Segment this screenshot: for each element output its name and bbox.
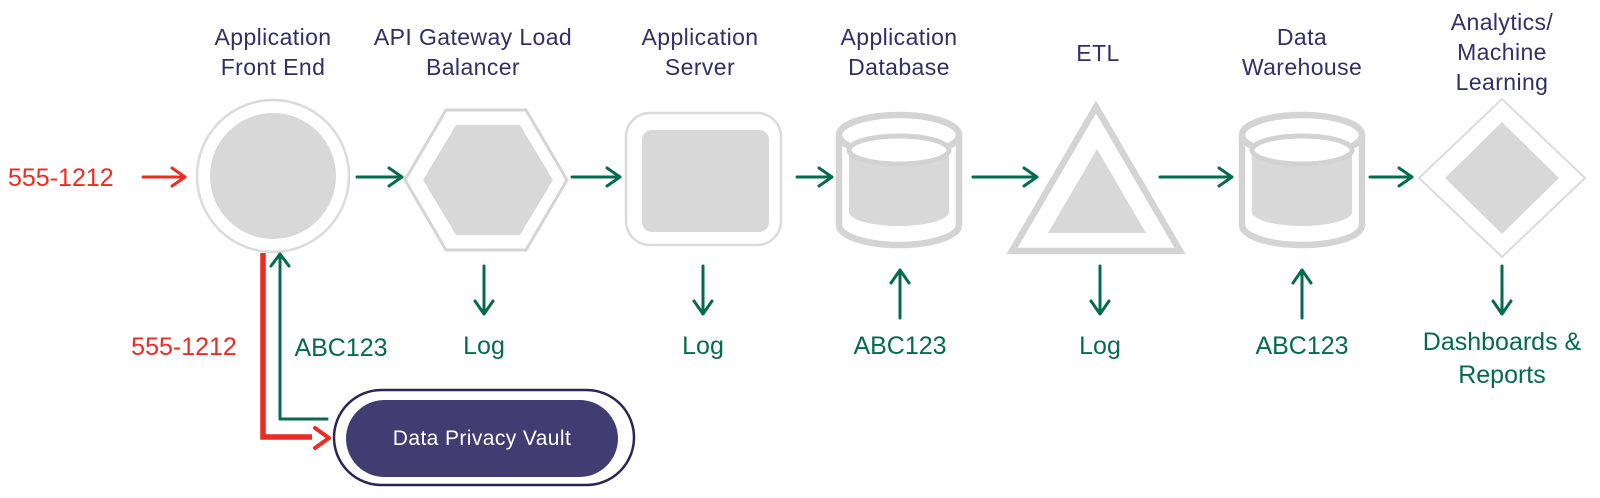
title-line: Database — [848, 54, 950, 80]
warehouse-token-arrow — [1291, 268, 1313, 320]
title-line: Analytics/ — [1450, 9, 1554, 35]
token-return-label: ABC123 — [294, 334, 388, 362]
application-database-shape-fill-top — [846, 133, 952, 167]
arrow-database-to-etl — [971, 166, 1039, 188]
gateway-log-label: Log — [463, 332, 505, 360]
title-line: Application — [641, 24, 759, 50]
data-warehouse-shape-fill-top — [1249, 133, 1355, 167]
etl-log-label: Log — [1079, 332, 1121, 360]
application-database-shape-fill — [849, 150, 949, 226]
raw-value-bottom-label: 555-1212 — [131, 333, 237, 361]
data-warehouse-shape-fill — [1252, 150, 1352, 226]
arrow-gateway-to-server — [570, 166, 622, 188]
application-front-end-shape-fill — [210, 113, 336, 239]
application-server-shape-fill — [642, 130, 769, 232]
database-token-label: ABC123 — [853, 332, 947, 360]
analytics-shape-fill — [1445, 122, 1559, 234]
database-token-arrow — [889, 268, 911, 320]
red-input-arrow — [141, 166, 187, 188]
title-line: Warehouse — [1241, 54, 1363, 80]
analytics-output-arrow — [1491, 264, 1513, 316]
title-line: Machine — [1457, 39, 1547, 65]
raw-value-top-label: 555-1212 — [8, 164, 114, 192]
title-line: Learning — [1455, 69, 1549, 95]
node-title-data-warehouse: Data Warehouse — [1242, 22, 1362, 82]
node-title-api-gateway: API Gateway Load Balancer — [374, 22, 572, 82]
warehouse-token-label: ABC123 — [1255, 332, 1349, 360]
title-line: Application — [214, 24, 332, 50]
arrow-warehouse-to-analytics — [1368, 166, 1414, 188]
gateway-log-arrow — [473, 264, 495, 316]
label-line: Dashboards & — [1422, 328, 1582, 356]
vault-to-frontend-green-path — [269, 252, 329, 421]
server-log-arrow — [692, 264, 714, 316]
title-line: Data — [1276, 24, 1328, 50]
title-line: Balancer — [426, 54, 520, 80]
node-title-application-database: Application Database — [841, 22, 958, 82]
node-title-analytics-ml: Analytics/ Machine Learning — [1451, 7, 1553, 97]
node-title-application-server: Application Server — [642, 22, 759, 82]
node-title-application-front-end: Application Front End — [215, 22, 332, 82]
node-title-etl: ETL — [1076, 38, 1119, 68]
title-line: ETL — [1076, 40, 1120, 66]
etl-shape-fill — [1048, 149, 1146, 233]
api-gateway-shape-fill — [423, 125, 553, 235]
data-privacy-vault-shape — [346, 400, 618, 477]
label-line: Reports — [1458, 361, 1546, 389]
arrow-server-to-database — [795, 166, 834, 188]
title-line: Front End — [220, 54, 326, 80]
title-line: Application — [840, 24, 958, 50]
server-log-label: Log — [682, 332, 724, 360]
frontend-to-vault-red-arrowhead — [313, 426, 331, 450]
etl-log-arrow — [1089, 264, 1111, 316]
arrow-etl-to-warehouse — [1158, 166, 1234, 188]
title-line: API Gateway Load — [373, 24, 573, 50]
analytics-output-label: Dashboards & Reports — [1423, 326, 1581, 392]
data-privacy-vault-label: Data Privacy Vault — [392, 427, 572, 450]
title-line: Server — [664, 54, 736, 80]
frontend-to-vault-red-path — [260, 253, 312, 440]
arrow-frontend-to-gateway — [355, 166, 404, 188]
